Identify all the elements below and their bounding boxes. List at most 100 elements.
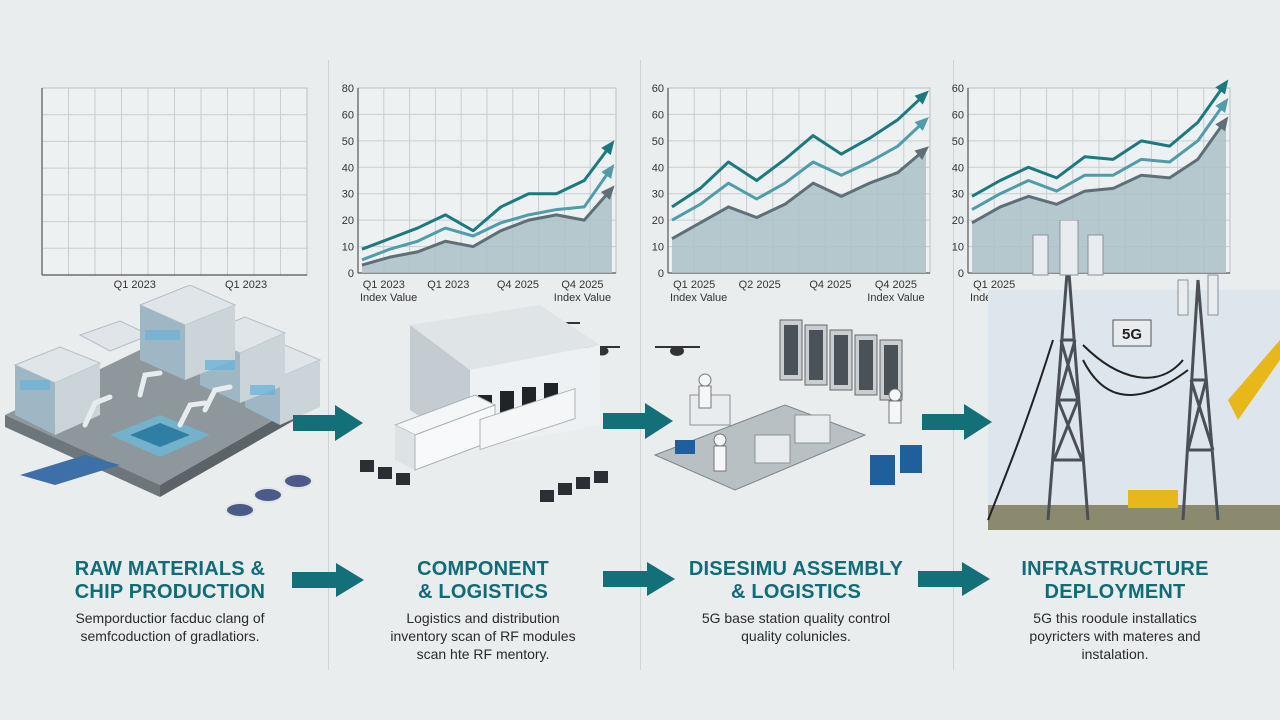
title-line: DISESIMU ASSEMBLY: [688, 558, 904, 580]
x-tick-label: Q4 2025: [561, 279, 603, 291]
flow-arrow-icon: [293, 405, 363, 441]
x-axis-title: Index Value: [670, 292, 727, 304]
x-tick-label: Q2 2025: [739, 279, 781, 291]
y-tick-label: 30: [342, 189, 354, 201]
title-line: INFRASTRUCTURE: [1021, 558, 1209, 580]
plot-area: [41, 87, 308, 276]
title-line: & LOGISTICS: [731, 581, 861, 603]
y-tick-label: 0: [658, 268, 664, 280]
desc-line: poyricters with materes and: [1029, 628, 1201, 644]
plot-area: [357, 87, 617, 274]
x-tick-label: Q1 2023: [114, 279, 156, 291]
desc-line: Semporductior facduc clang of: [75, 610, 265, 626]
area-fill: [362, 188, 612, 273]
title-line: DEPLOYMENT: [1044, 581, 1186, 603]
y-tick-label: 40: [652, 162, 664, 174]
series-arrowhead: [601, 140, 615, 156]
y-tick-label: 50: [652, 136, 664, 148]
chart-svg: Q1 2023 Q1 2023: [41, 87, 308, 291]
flow-arrow-icon: [603, 403, 673, 439]
series-line: [361, 187, 614, 267]
x-tick-label: Q1 2023: [225, 279, 267, 291]
series-arrowhead: [914, 146, 930, 160]
series-arrowhead: [600, 185, 615, 200]
x-axis-title: Index Value: [867, 292, 924, 304]
series-arrowhead: [1215, 79, 1229, 95]
y-tick-label: 0: [348, 268, 354, 280]
series-line: [361, 166, 614, 262]
stage-desc-component: Logistics and distribution inventory sca…: [353, 609, 613, 663]
series-arrowhead: [914, 90, 929, 105]
y-tick-label: 50: [952, 136, 964, 148]
stage-divider: [953, 60, 954, 670]
y-tick-label: 0: [958, 268, 964, 280]
series-arrowhead: [601, 164, 615, 179]
stage-title-raw-materials: RAW MATERIALS & CHIP PRODUCTION: [40, 558, 300, 604]
stage-desc-assembly: 5G base station quality control quality …: [665, 609, 927, 645]
stage-divider: [328, 60, 329, 670]
y-tick-label: 10: [342, 242, 354, 254]
assembly-line-icon: [645, 285, 945, 540]
plot-area: [667, 87, 931, 274]
y-tick-label: 60: [652, 109, 664, 121]
flow-arrow-icon: [292, 563, 364, 597]
title-line: RAW MATERIALS &: [74, 558, 266, 580]
x-tick-label: Q1 2025: [973, 279, 1015, 291]
series-line: [671, 118, 928, 222]
tower-badge: 5G: [1122, 326, 1142, 343]
title-line: CHIP PRODUCTION: [74, 581, 266, 603]
desc-line: quality colunicles.: [741, 628, 851, 644]
x-axis-title: Index Value: [360, 292, 417, 304]
series-line: [361, 142, 614, 251]
series-arrowhead: [1215, 97, 1229, 113]
desc-line: 5G this roodule installatics: [1033, 610, 1197, 626]
x-tick-label: Q1 2023: [427, 279, 469, 291]
desc-line: Logistics and distribution: [406, 610, 560, 626]
desc-line: inventory scan of RF modules: [390, 628, 576, 644]
y-tick-label: 80: [342, 83, 354, 95]
desc-line: scan hte RF mentory.: [416, 646, 550, 662]
stage-title-assembly: DISESIMU ASSEMBLY & LOGISTICS: [665, 558, 927, 604]
flow-arrow-icon: [603, 562, 675, 596]
stage-title-component: COMPONENT & LOGISTICS: [353, 558, 613, 604]
x-tick-label: Q4 2025: [875, 279, 917, 291]
chart-raw-materials: Q1 2023 Q1 2023: [28, 80, 328, 295]
x-tick-label: Q1 2025: [673, 279, 715, 291]
flow-arrow-icon: [918, 562, 990, 596]
x-tick-label: Q1 2023: [363, 279, 405, 291]
series-line: [671, 92, 928, 209]
title-line: & LOGISTICS: [418, 581, 548, 603]
drone-icon: [655, 346, 700, 356]
area-fill: [672, 148, 926, 273]
series-arrowhead: [914, 116, 929, 131]
stage-desc-deployment: 5G this roodule installatics poyricters …: [985, 609, 1245, 663]
y-tick-label: 30: [952, 189, 964, 201]
warehouse-truck-icon: [340, 285, 640, 540]
stage-title-deployment: INFRASTRUCTURE DEPLOYMENT: [985, 558, 1245, 604]
y-tick-label: 50: [342, 136, 354, 148]
y-tick-label: 60: [952, 83, 964, 95]
factory-icon: [0, 284, 330, 540]
stage-divider: [640, 60, 641, 670]
cell-tower-icon: 5G: [968, 219, 1280, 530]
desc-line: semfcoduction of gradlatiors.: [80, 628, 260, 644]
x-axis-title: Index Value: [554, 292, 611, 304]
y-tick-label: 60: [952, 109, 964, 121]
stage-desc-raw-materials: Semporductior facduc clang of semfcoduct…: [40, 609, 300, 645]
y-tick-label: 30: [652, 189, 664, 201]
y-tick-label: 10: [652, 242, 664, 254]
series-arrowhead: [1215, 116, 1229, 132]
series-line: [971, 118, 1228, 225]
desc-line: instalation.: [1081, 646, 1149, 662]
x-tick-label: Q4 2025: [497, 279, 539, 291]
y-tick-label: 20: [952, 215, 964, 227]
y-tick-label: 20: [652, 215, 664, 227]
series-line: [971, 81, 1228, 198]
y-tick-label: 60: [652, 83, 664, 95]
y-tick-label: 20: [342, 215, 354, 227]
y-tick-label: 40: [952, 162, 964, 174]
y-tick-label: 60: [342, 109, 354, 121]
